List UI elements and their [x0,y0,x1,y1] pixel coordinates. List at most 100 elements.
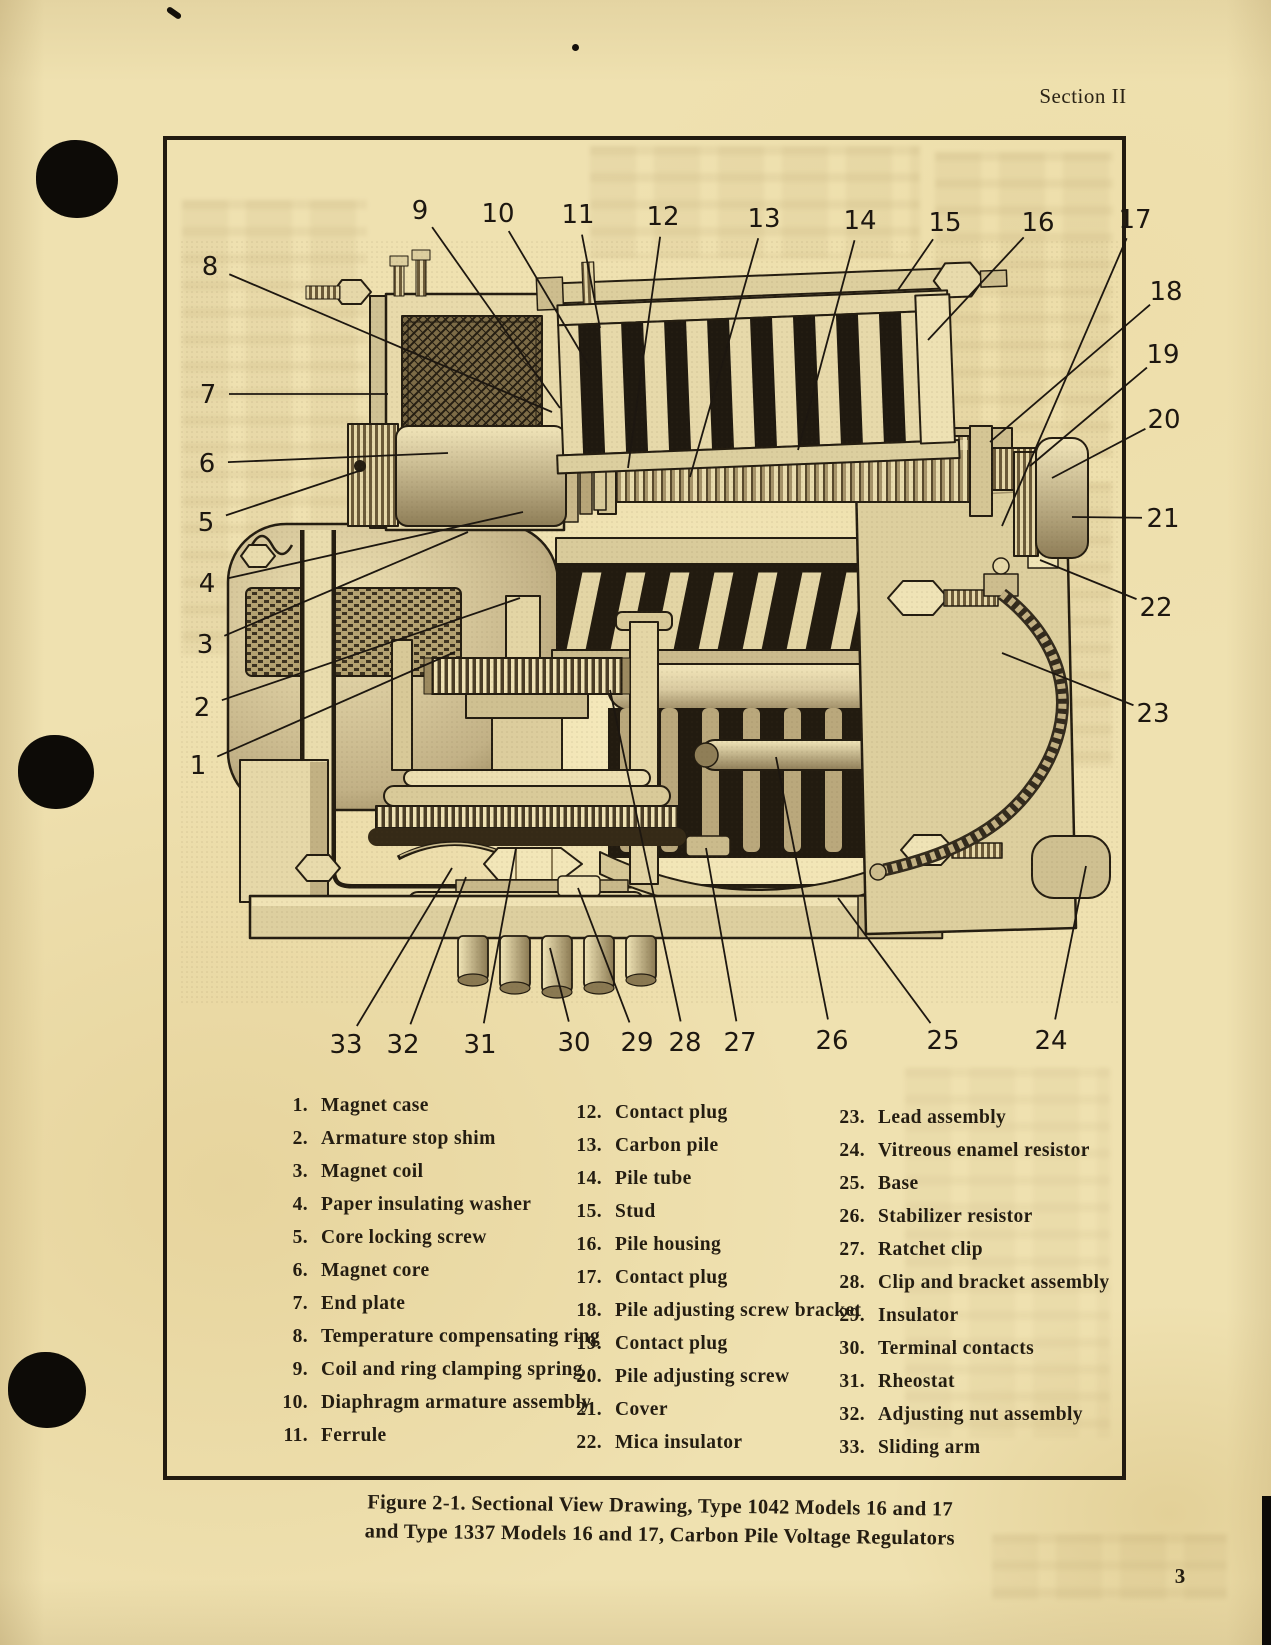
callout-line [1071,516,1143,519]
legend-item-number: 8. [292,1326,308,1347]
callout-line [221,597,521,702]
callout-line [507,230,591,369]
legend-item: 7. End plate [262,1293,600,1326]
legend-item-number: 10. [282,1392,308,1413]
page-number: 3 [1174,1564,1186,1588]
legend-item: 21.Cover [556,1399,861,1432]
callout-number: 8 [202,252,219,282]
legend-item-number: 30. [839,1338,865,1359]
legend-item: 5.Core locking screw [262,1227,600,1260]
legend-item: 31.Rheostat [819,1371,1110,1404]
callout-number: 14 [843,206,876,236]
legend-item-label: Adjusting nut assembly [878,1404,1083,1425]
legend-item-number: 31. [839,1371,865,1392]
callout-number: 13 [747,204,780,234]
callout-number: 7 [200,380,217,410]
legend-item: 13.Carbon pile [556,1135,861,1168]
legend-item-number: 24. [839,1140,865,1161]
callout-number: 11 [561,200,594,230]
legend-item-number: 1. [292,1095,308,1116]
legend-item: 32.Adjusting nut assembly [819,1404,1110,1437]
callout-line [609,689,682,1022]
legend-item-number: 4. [292,1194,308,1215]
legend-item-number: 11. [283,1425,308,1446]
legend-item: 22.Mica insulator [556,1432,861,1465]
callout-number: 1 [190,751,207,781]
legend-item-label: Pile adjusting screw [615,1366,790,1387]
callout-line [225,469,363,517]
legend-item: 25. Base [819,1173,1110,1206]
legend-item-number: 21. [576,1399,602,1420]
legend-item: 6.Magnet core [262,1260,600,1293]
callout-number: 27 [723,1028,756,1058]
legend-item-label: Paper insulating washer [321,1194,532,1215]
legend-column-3: 23. Lead assembly 24. Vitreous enamel resis… [819,1107,1110,1470]
legend-item-label: Armature stop shim [321,1128,496,1149]
legend-item-number: 7. [292,1293,308,1314]
legend-item: 27.Ratchet clip [819,1239,1110,1272]
legend-item-number: 12. [576,1102,602,1123]
legend-item-label: Base [878,1173,919,1194]
callout-number: 5 [198,508,215,538]
legend-item: 18.Pile adjusting screw bracket [556,1300,861,1333]
callout-line [216,651,456,758]
legend-item-label: Pile housing [615,1234,722,1255]
legend-item: 17.Contact plug [556,1267,861,1300]
legend-item-label: Stud [615,1201,656,1222]
callout-line [1054,865,1087,1020]
legend-item-number: 28. [839,1272,865,1293]
legend-item-label: Vitreous enamel resistor [878,1140,1090,1161]
callout-number: 29 [620,1028,653,1058]
legend-item-label: End plate [321,1293,406,1314]
callout-line [705,847,738,1022]
legend-item: 24. Vitreous enamel resistor [819,1140,1110,1173]
callout-number: 19 [1146,340,1179,370]
legend-item-label: Contact plug [615,1333,728,1354]
callout-number: 25 [926,1026,959,1056]
callout-number: 9 [412,196,429,226]
callout-line [1051,427,1146,479]
legend-item-label: Mica insulator [615,1432,743,1453]
callout-number: 21 [1146,504,1179,534]
callout-line [549,947,570,1022]
legend-item: 30. Terminal contacts [819,1338,1110,1371]
legend-item: 3.Magnet coil [262,1161,600,1194]
callout-line [797,240,856,451]
legend-item-label: Clip and bracket assembly [878,1272,1110,1293]
legend-item: 1.Magnet case [262,1095,600,1128]
callout-number: 6 [199,449,216,479]
callout-line [1039,559,1137,600]
callout-number: 2 [194,693,211,723]
callout-line [775,756,829,1020]
scan-edge-artifact [1262,1496,1271,1645]
legend-item: 23. Lead assembly [819,1107,1110,1140]
callout-line [577,887,631,1023]
legend-item-number: 15. [576,1201,602,1222]
callout-line [1001,237,1128,527]
callout-line [227,511,524,580]
legend-item: 2.Armature stop shim [262,1128,600,1161]
legend-item-number: 5. [292,1227,308,1248]
callout-line [927,236,1025,341]
callout-number: 10 [481,199,514,229]
legend-item-label: Lead assembly [878,1107,1007,1128]
legend-item-label: Sliding arm [878,1437,981,1458]
legend-item-label: Terminal contacts [878,1338,1035,1359]
legend-item-label: Contact plug [615,1267,728,1288]
legend-item-label: Magnet core [321,1260,430,1281]
legend-item-number: 29. [839,1305,865,1326]
legend-item: 14.Pile tube [556,1168,861,1201]
figure-caption: Figure 2-1. Sectional View Drawing, Type… [310,1488,1011,1555]
punch-hole [8,1352,86,1428]
legend-item-number: 14. [576,1168,602,1189]
legend-item-number: 23. [839,1107,865,1128]
legend-item-number: 25. [839,1173,865,1194]
callout-line [228,273,553,413]
callout-number: 20 [1147,405,1180,435]
legend-item-label: Pile adjusting screw bracket [615,1300,862,1321]
callout-line [223,531,469,637]
